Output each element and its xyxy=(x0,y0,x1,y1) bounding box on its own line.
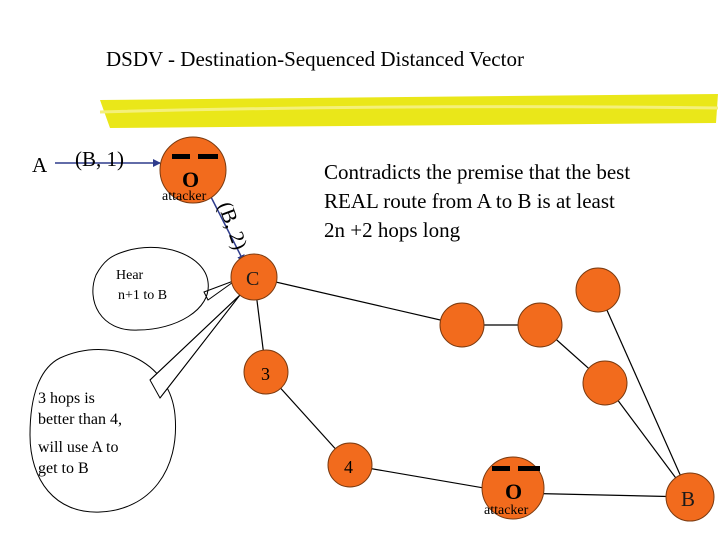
node-4 xyxy=(327,442,373,488)
node-upper-4 xyxy=(582,360,628,406)
node-4-label: 4 xyxy=(344,457,353,477)
attacker-top-face: O xyxy=(182,167,199,192)
premise-note-line2: REAL route from A to B is at least xyxy=(324,189,615,213)
better-callout-line1: 3 hops is xyxy=(38,390,95,407)
better-callout xyxy=(29,294,241,513)
a-route-advert: (B, 1) xyxy=(75,147,124,171)
better-callout-line2: better than 4, xyxy=(38,411,122,428)
attacker-bottom-label: attacker xyxy=(484,503,529,518)
hear-callout xyxy=(92,246,237,331)
node-a-label: A xyxy=(32,153,48,177)
better-callout-line4: get to B xyxy=(38,460,89,477)
node-c xyxy=(230,253,278,301)
node-b xyxy=(665,472,715,522)
hear-callout-line2: n+1 to B xyxy=(118,288,167,303)
attacker-top-label: attacker xyxy=(162,189,207,204)
node-attacker-bottom xyxy=(481,456,545,520)
node-b-label: B xyxy=(681,487,695,511)
node-upper-3 xyxy=(575,267,621,313)
node-upper-1 xyxy=(439,302,485,348)
eyebrow-icon xyxy=(492,466,540,471)
node-3 xyxy=(243,349,289,395)
hear-callout-line1: Hear xyxy=(116,268,144,283)
better-callout-line3: will use A to xyxy=(38,439,118,456)
node-3-label: 3 xyxy=(261,364,270,384)
title-highlight-bar xyxy=(100,94,718,128)
premise-note-line1: Contradicts the premise that the best xyxy=(324,160,631,184)
attacker-bottom-face: O xyxy=(505,479,522,504)
node-upper-2 xyxy=(517,302,563,348)
page-title: DSDV - Destination-Sequenced Distanced V… xyxy=(106,47,524,71)
attacker-route-advert: (B, 2) xyxy=(213,199,252,253)
premise-note: Contradicts the premise that the best RE… xyxy=(324,158,704,245)
eyebrow-icon xyxy=(172,154,218,159)
attacker-to-c-arrow xyxy=(209,194,245,263)
node-attacker-top xyxy=(159,136,227,204)
node-c-label: C xyxy=(246,268,259,290)
premise-note-line3: 2n +2 hops long xyxy=(324,218,461,242)
